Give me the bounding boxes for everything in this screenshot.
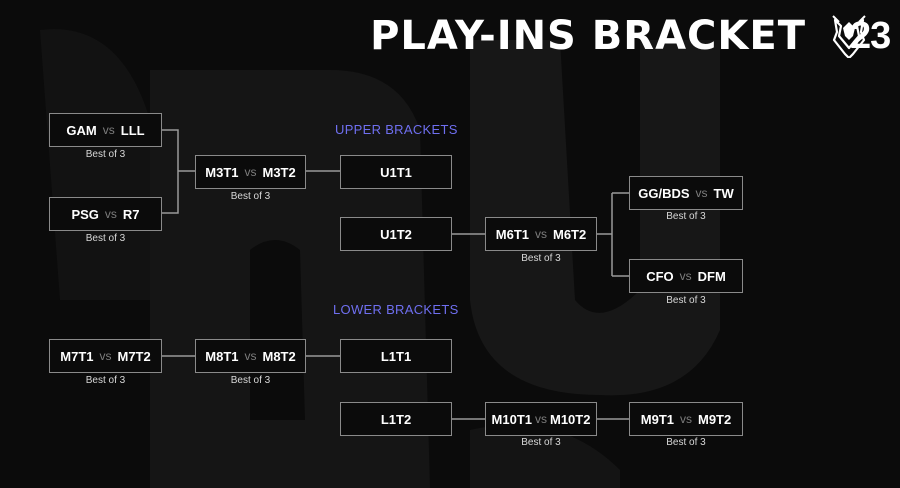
match-m9[interactable]: M9T1 vs M9T2	[629, 402, 743, 436]
team-a: M10T1	[491, 411, 532, 427]
vs-label: vs	[244, 349, 257, 363]
best-of-label: Best of 3	[85, 233, 126, 244]
vs-label: vs	[104, 207, 117, 221]
team-b: M3T2	[262, 164, 296, 180]
match-m8[interactable]: M8T1 vs M8T2	[195, 339, 306, 373]
team-a: M7T1	[60, 348, 94, 364]
best-of-label: Best of 3	[230, 191, 271, 202]
vs-label: vs	[679, 269, 692, 283]
best-of-label: Best of 3	[230, 375, 271, 386]
best-of-label: Best of 3	[85, 149, 126, 160]
match-m7[interactable]: M7T1 vs M7T2	[49, 339, 162, 373]
team-a: PSG	[71, 206, 99, 222]
vs-label: vs	[680, 412, 692, 426]
vs-label: vs	[695, 186, 708, 200]
match-m10[interactable]: M10T1 vs M10T2	[485, 402, 597, 436]
vs-label: vs	[535, 227, 547, 241]
team-a: M8T1	[205, 348, 239, 364]
team-b: R7	[122, 206, 140, 222]
team-b: DFM	[697, 268, 726, 284]
slot-l1t2[interactable]: L1T2	[340, 402, 452, 436]
vs-label: vs	[102, 123, 115, 137]
team-b: TW	[713, 185, 734, 201]
worlds-trophy-icon	[832, 15, 866, 58]
slot-label: L1T2	[380, 411, 412, 427]
vs-label: vs	[244, 165, 257, 179]
match-m6[interactable]: M6T1 vs M6T2	[485, 217, 597, 251]
best-of-label: Best of 3	[666, 437, 706, 448]
team-b: M10T2	[550, 411, 591, 427]
team-a: GG/BDS	[638, 185, 690, 201]
match-gam-lll[interactable]: GAM vs LLL	[49, 113, 162, 147]
match-ggbds-tw[interactable]: GG/BDS vs TW	[629, 176, 743, 210]
logo-number: 23	[850, 15, 891, 57]
slot-label: L1T1	[380, 348, 412, 364]
team-a: M3T1	[205, 164, 239, 180]
best-of-label: Best of 3	[521, 437, 561, 448]
upper-brackets-label: UPPER BRACKETS	[335, 122, 458, 137]
vs-label: vs	[535, 412, 547, 426]
team-a: CFO	[646, 268, 674, 284]
best-of-label: Best of 3	[85, 375, 126, 386]
best-of-label: Best of 3	[521, 253, 561, 264]
team-b: M6T2	[553, 226, 587, 242]
lower-brackets-label: LOWER BRACKETS	[333, 302, 459, 317]
match-m3[interactable]: M3T1 vs M3T2	[195, 155, 306, 189]
vs-label: vs	[99, 349, 112, 363]
match-psg-r7[interactable]: PSG vs R7	[49, 197, 162, 231]
team-a: M9T1	[640, 411, 674, 427]
slot-label: U1T1	[380, 164, 412, 180]
page-title: PLAY-INS BRACKET	[370, 13, 806, 59]
team-b: M8T2	[262, 348, 296, 364]
team-b: LLL	[120, 122, 145, 138]
slot-u1t2[interactable]: U1T2	[340, 217, 452, 251]
match-cfo-dfm[interactable]: CFO vs DFM	[629, 259, 743, 293]
slot-l1t1[interactable]: L1T1	[340, 339, 452, 373]
team-b: M9T2	[698, 411, 732, 427]
slot-u1t1[interactable]: U1T1	[340, 155, 452, 189]
team-a: GAM	[66, 122, 97, 138]
slot-label: U1T2	[380, 226, 412, 242]
team-a: M6T1	[495, 226, 529, 242]
team-b: M7T2	[117, 348, 151, 364]
best-of-label: Best of 3	[666, 211, 706, 222]
best-of-label: Best of 3	[666, 295, 706, 306]
